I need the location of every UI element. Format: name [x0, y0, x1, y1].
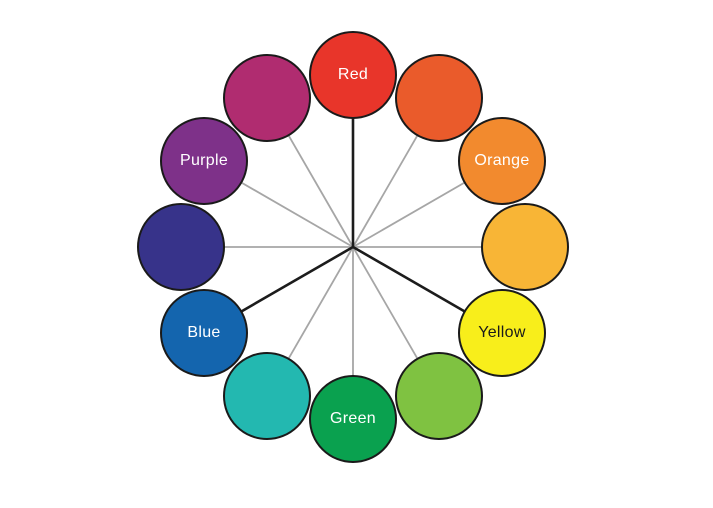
wheel-segment-label-purple: Purple — [180, 152, 229, 169]
wheel-segment-orange: Orange — [457, 117, 546, 205]
wheel-segment-label-red: Red — [337, 66, 369, 83]
wheel-segment-yellow-orange — [481, 203, 569, 291]
wheel-segment-red: Red — [309, 31, 397, 119]
wheel-segment-label-orange: Orange — [474, 152, 530, 169]
wheel-segment-purple: Purple — [160, 117, 249, 205]
wheel-segment-blue-green — [223, 351, 311, 440]
wheel-segment-yellow: Yellow — [457, 289, 546, 377]
wheel-segment-label-green: Green — [330, 410, 376, 427]
wheel-segment-red-violet — [223, 54, 311, 143]
wheel-segment-label-blue: Blue — [187, 324, 221, 341]
wheel-segment-red-orange — [395, 54, 483, 143]
wheel-segment-green: Green — [309, 375, 397, 463]
wheel-segment-yellow-green — [395, 351, 483, 440]
wheel-segment-blue: Blue — [160, 289, 249, 377]
wheel-segment-label-yellow: Yellow — [478, 324, 526, 341]
wheel-segment-blue-violet — [137, 203, 225, 291]
